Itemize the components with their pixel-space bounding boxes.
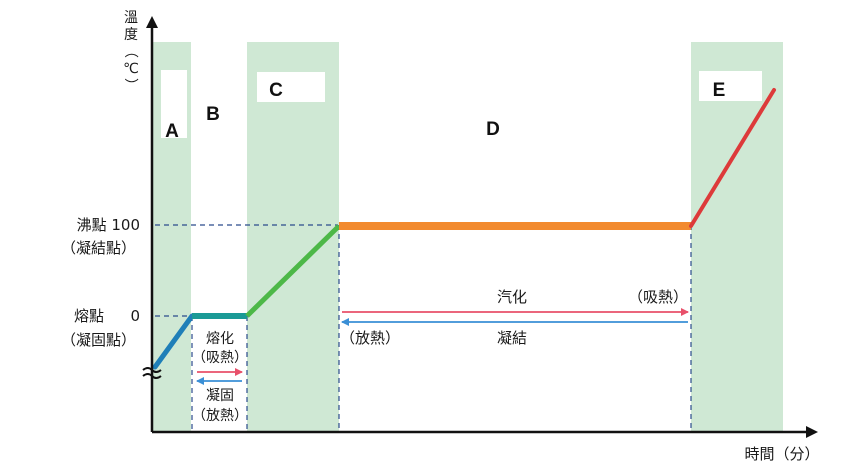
band-c bbox=[247, 42, 339, 432]
dashed-guides bbox=[155, 224, 692, 432]
x-axis-label: 時間（分） bbox=[744, 445, 819, 463]
vaporize-annotation: 汽化 bbox=[497, 288, 527, 306]
region-b-label: B bbox=[206, 104, 220, 125]
condense-annotation: 凝結 bbox=[497, 329, 527, 347]
band-e bbox=[691, 42, 783, 432]
label-box-a bbox=[161, 70, 187, 138]
y-axis-label-char-1: 溫 bbox=[124, 10, 138, 26]
melting-point-label: 熔點 bbox=[74, 307, 104, 325]
release-heat-annotation-b: （放熱） bbox=[192, 408, 248, 424]
y-axis-label-char-3: （ bbox=[122, 44, 138, 58]
region-a-label: A bbox=[165, 121, 179, 142]
melting-point-value: 0 bbox=[130, 307, 140, 325]
solidify-annotation: 凝固 bbox=[206, 388, 234, 404]
y-axis-label: 溫 度 （ ℃ ） bbox=[122, 10, 139, 92]
region-d-label: D bbox=[486, 119, 500, 140]
melting-annotation: 熔化 bbox=[206, 331, 234, 347]
absorb-heat-annotation-b: （吸熱） bbox=[192, 350, 248, 366]
region-c-label: C bbox=[269, 80, 283, 101]
boiling-point-label: 沸點 100 bbox=[77, 216, 140, 234]
y-axis-label-char-4: ℃ bbox=[123, 61, 139, 77]
y-axis-label-char-5: ） bbox=[122, 78, 138, 92]
segment-a-solid-heating bbox=[152, 313, 195, 370]
label-box-c bbox=[257, 72, 325, 102]
axis-break-icon bbox=[142, 367, 162, 379]
segment-c-liquid-heating bbox=[245, 224, 341, 318]
label-box-e bbox=[699, 71, 762, 101]
segment-e-gas-heating bbox=[689, 88, 776, 228]
condensing-point-label: （凝結點） bbox=[61, 239, 136, 257]
absorb-heat-annotation-d: （吸熱） bbox=[628, 288, 688, 306]
release-heat-annotation-d: （放熱） bbox=[340, 329, 400, 347]
region-e-label: E bbox=[713, 80, 726, 101]
y-axis-label-char-2: 度 bbox=[124, 27, 138, 43]
freezing-point-label: （凝固點） bbox=[61, 331, 136, 349]
